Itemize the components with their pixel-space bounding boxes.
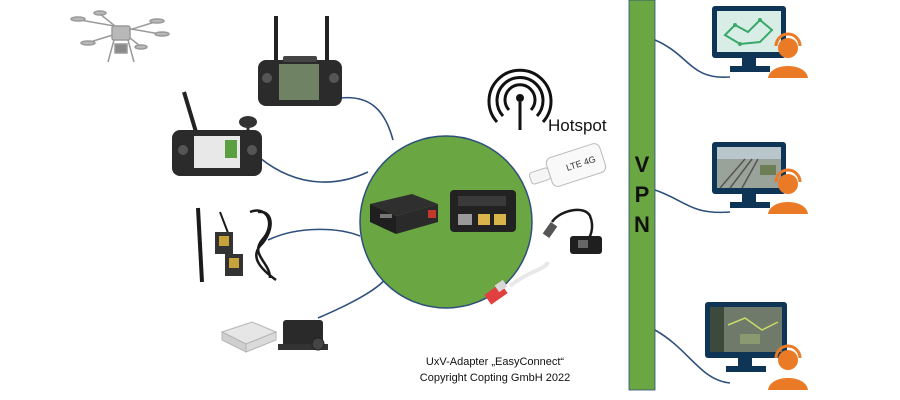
usb-ethernet-adapter [542,208,602,254]
cable-group [259,39,731,384]
cable-boxes [317,271,391,319]
vpn-letter-n: N [634,212,650,237]
rj45-cable [484,260,550,305]
cable-radio-modules [267,228,361,241]
remote-controller-top [258,16,342,106]
radio-modules [196,207,277,283]
lte-dongle: LTE 4G [528,143,607,187]
caption-copyright: Copyright Copting GmbH 2022 [419,372,571,384]
operator-station-3 [705,302,808,390]
cable-operator-1 [654,39,731,78]
cable-operator-3 [654,329,731,384]
hub-circle [359,135,533,309]
vpn-letter-v: V [634,152,650,177]
cable-rc-top [339,96,394,141]
remote-controller-left [172,91,262,176]
vpn-letter-p: P [634,182,650,207]
operator-station-1 [712,6,808,78]
antenna-broadcast-icon [487,68,553,130]
vpn-bar [628,0,656,391]
adapter-device-right [450,190,516,232]
multicopter-drone-icon [70,10,170,63]
caption-title: UxV-Adapter „EasyConnect“ [425,356,565,368]
cable-rc-left [259,157,369,183]
hardware-boxes [220,320,328,353]
cable-operator-2 [654,189,731,214]
hotspot-label: Hotspot [548,116,607,135]
operator-station-2 [712,142,808,214]
adapter-device-left [370,194,438,234]
